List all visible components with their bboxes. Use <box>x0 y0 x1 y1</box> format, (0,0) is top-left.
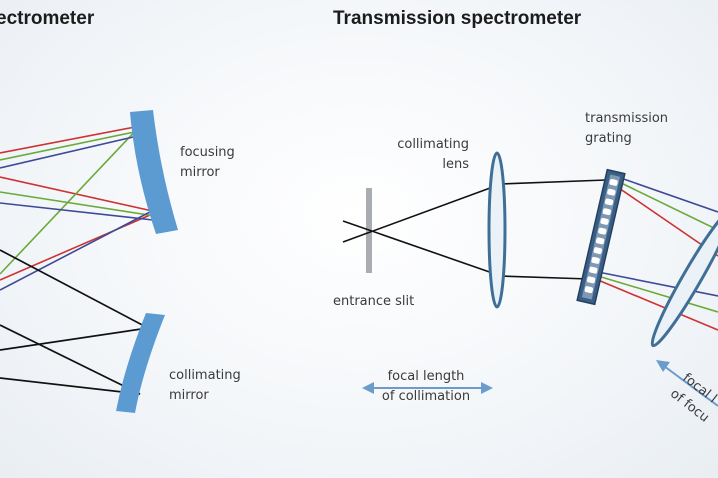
focal-length-label: focal length of collimation <box>370 367 482 407</box>
reflection-rays-colored <box>0 125 158 291</box>
focusing-mirror-label-line1: focusing <box>180 145 235 160</box>
focusing-mirror-label: focusing mirror <box>180 143 235 183</box>
focusing-lens <box>650 208 718 348</box>
transmission-title: Transmission spectrometer <box>333 8 582 29</box>
entrance-slit-label: entrance slit <box>333 294 415 309</box>
transmission-grating <box>576 168 626 306</box>
collimating-lens-label-line1: collimating <box>397 137 469 152</box>
focal-length-label-line2: of collimation <box>381 389 471 404</box>
focal-focusing-arrow <box>656 360 718 407</box>
collimating-lens <box>487 151 507 309</box>
collimating-mirror <box>116 313 165 413</box>
focusing-mirror <box>130 110 178 234</box>
collimating-mirror-label-line2: mirror <box>169 388 209 403</box>
collimating-mirror-label-line1: collimating <box>169 368 241 383</box>
transmission-grating-label: transmission grating <box>585 109 668 149</box>
transmission-rays-input <box>342 179 607 280</box>
reflection-rays-black <box>0 249 149 395</box>
focal-length-label-line1: focal length <box>387 369 465 384</box>
collimating-lens-label: collimating lens <box>380 135 469 175</box>
transmission-grating-label-line1: transmission <box>585 111 669 126</box>
collimating-lens-label-line2: lens <box>442 157 469 172</box>
focal-length-arrow <box>362 382 493 394</box>
transmission-grating-label-line2: grating <box>585 131 632 146</box>
reflection-title: ectrometer <box>0 8 95 29</box>
collimating-mirror-label: collimating mirror <box>169 366 241 406</box>
focusing-mirror-label-line2: mirror <box>180 165 220 180</box>
